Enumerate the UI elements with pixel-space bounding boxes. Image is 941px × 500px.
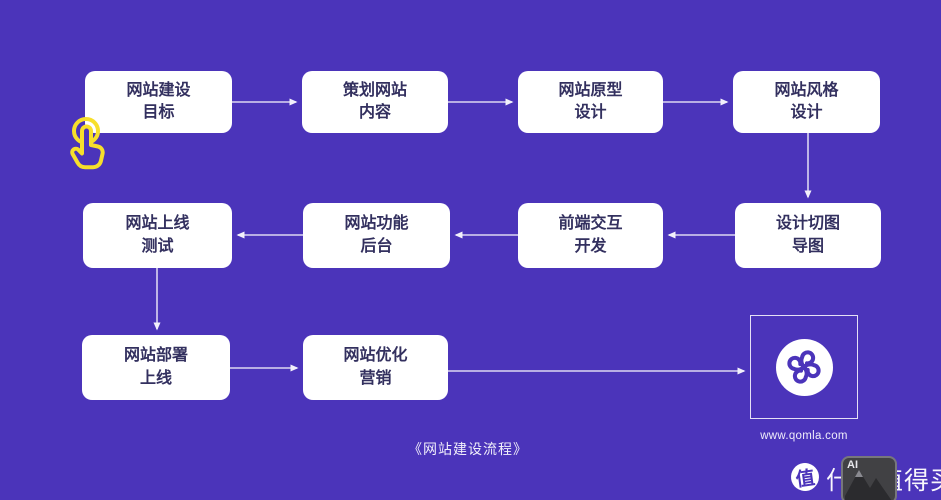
flow-node-label: 开发 bbox=[574, 237, 607, 255]
tap-hand-icon bbox=[70, 117, 105, 170]
flow-node-label: 网站优化 bbox=[343, 347, 408, 365]
flow-node-label: 设计切图 bbox=[775, 215, 840, 233]
flow-node-label: 内容 bbox=[358, 104, 391, 121]
smzdm-badge-icon: 值 bbox=[789, 461, 821, 493]
diagram-caption: 《网站建设流程》 bbox=[408, 441, 528, 457]
flow-node-label: 网站原型 bbox=[558, 81, 623, 99]
qomla-url-text: www.qomla.com bbox=[760, 430, 848, 442]
flow-node-label: 策划网站 bbox=[342, 81, 407, 99]
flow-node-label: 网站功能 bbox=[344, 215, 409, 233]
flow-node-label: 网站部署 bbox=[123, 347, 188, 365]
flow-node-label: 测试 bbox=[141, 237, 174, 255]
flow-node-label: 营销 bbox=[359, 369, 392, 387]
qomla-logo-frame[interactable] bbox=[750, 315, 858, 419]
flow-node-label: 上线 bbox=[139, 369, 172, 387]
qomla-logo-circle bbox=[775, 338, 833, 396]
flow-node-goal[interactable]: 网站建设 目标 bbox=[85, 71, 232, 133]
flow-node-plan-content[interactable]: 策划网站 内容 bbox=[302, 71, 448, 133]
flow-node-prototype-design[interactable]: 网站原型 设计 bbox=[518, 71, 663, 133]
flow-node-style-design[interactable]: 网站风格 设计 bbox=[733, 71, 880, 133]
flow-node-deploy[interactable]: 网站部署 上线 bbox=[82, 335, 230, 400]
flow-node-label: 设计 bbox=[790, 104, 823, 121]
flow-node-launch-test[interactable]: 网站上线 测试 bbox=[83, 203, 232, 268]
flow-node-label: 网站风格 bbox=[774, 81, 839, 99]
ai-badge-label: AI bbox=[847, 459, 858, 471]
flow-node-label: 设计 bbox=[574, 104, 607, 121]
qomla-knot-icon bbox=[787, 350, 821, 384]
smzdm-badge-char: 值 bbox=[794, 466, 817, 491]
flow-node-label: 后台 bbox=[360, 237, 393, 255]
flow-node-label: 目标 bbox=[142, 104, 175, 121]
flow-node-label: 网站建设 bbox=[126, 81, 191, 99]
flow-node-frontend-dev[interactable]: 前端交互 开发 bbox=[518, 203, 663, 268]
flow-node-label: 导图 bbox=[791, 237, 824, 255]
flow-node-label: 前端交互 bbox=[558, 215, 623, 233]
mountain-icon bbox=[845, 470, 892, 500]
flow-node-marketing[interactable]: 网站优化 营销 bbox=[303, 335, 448, 400]
flow-node-backend[interactable]: 网站功能 后台 bbox=[303, 203, 450, 268]
flow-node-label: 网站上线 bbox=[125, 215, 190, 233]
flow-node-design-slicing[interactable]: 设计切图 导图 bbox=[735, 203, 881, 268]
ai-image-badge: AI bbox=[841, 456, 897, 500]
